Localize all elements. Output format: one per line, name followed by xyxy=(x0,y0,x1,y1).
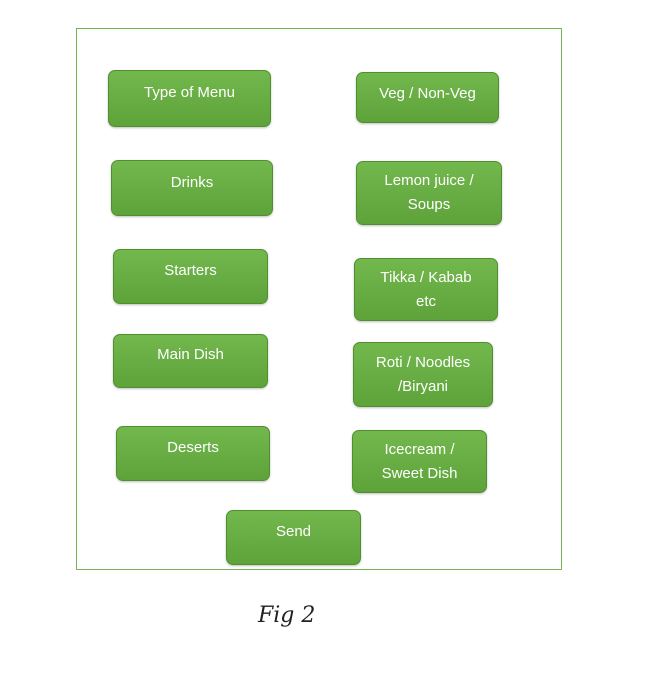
drinks-box: Drinks xyxy=(111,160,273,216)
roti-noodles-biryani-box: Roti / Noodles /Biryani xyxy=(353,342,493,407)
icecream-sweet-dish-box: Icecream / Sweet Dish xyxy=(352,430,487,493)
figure-caption: Fig 2 xyxy=(258,603,316,628)
lemon-juice-soups-box: Lemon juice / Soups xyxy=(356,161,502,225)
starters-box: Starters xyxy=(113,249,268,304)
deserts-box: Deserts xyxy=(116,426,270,481)
type-of-menu-box: Type of Menu xyxy=(108,70,271,127)
main-dish-box: Main Dish xyxy=(113,334,268,388)
veg-non-veg-box: Veg / Non-Veg xyxy=(356,72,499,123)
tikka-kabab-box: Tikka / Kabab etc xyxy=(354,258,498,321)
send-button[interactable]: Send xyxy=(226,510,361,565)
